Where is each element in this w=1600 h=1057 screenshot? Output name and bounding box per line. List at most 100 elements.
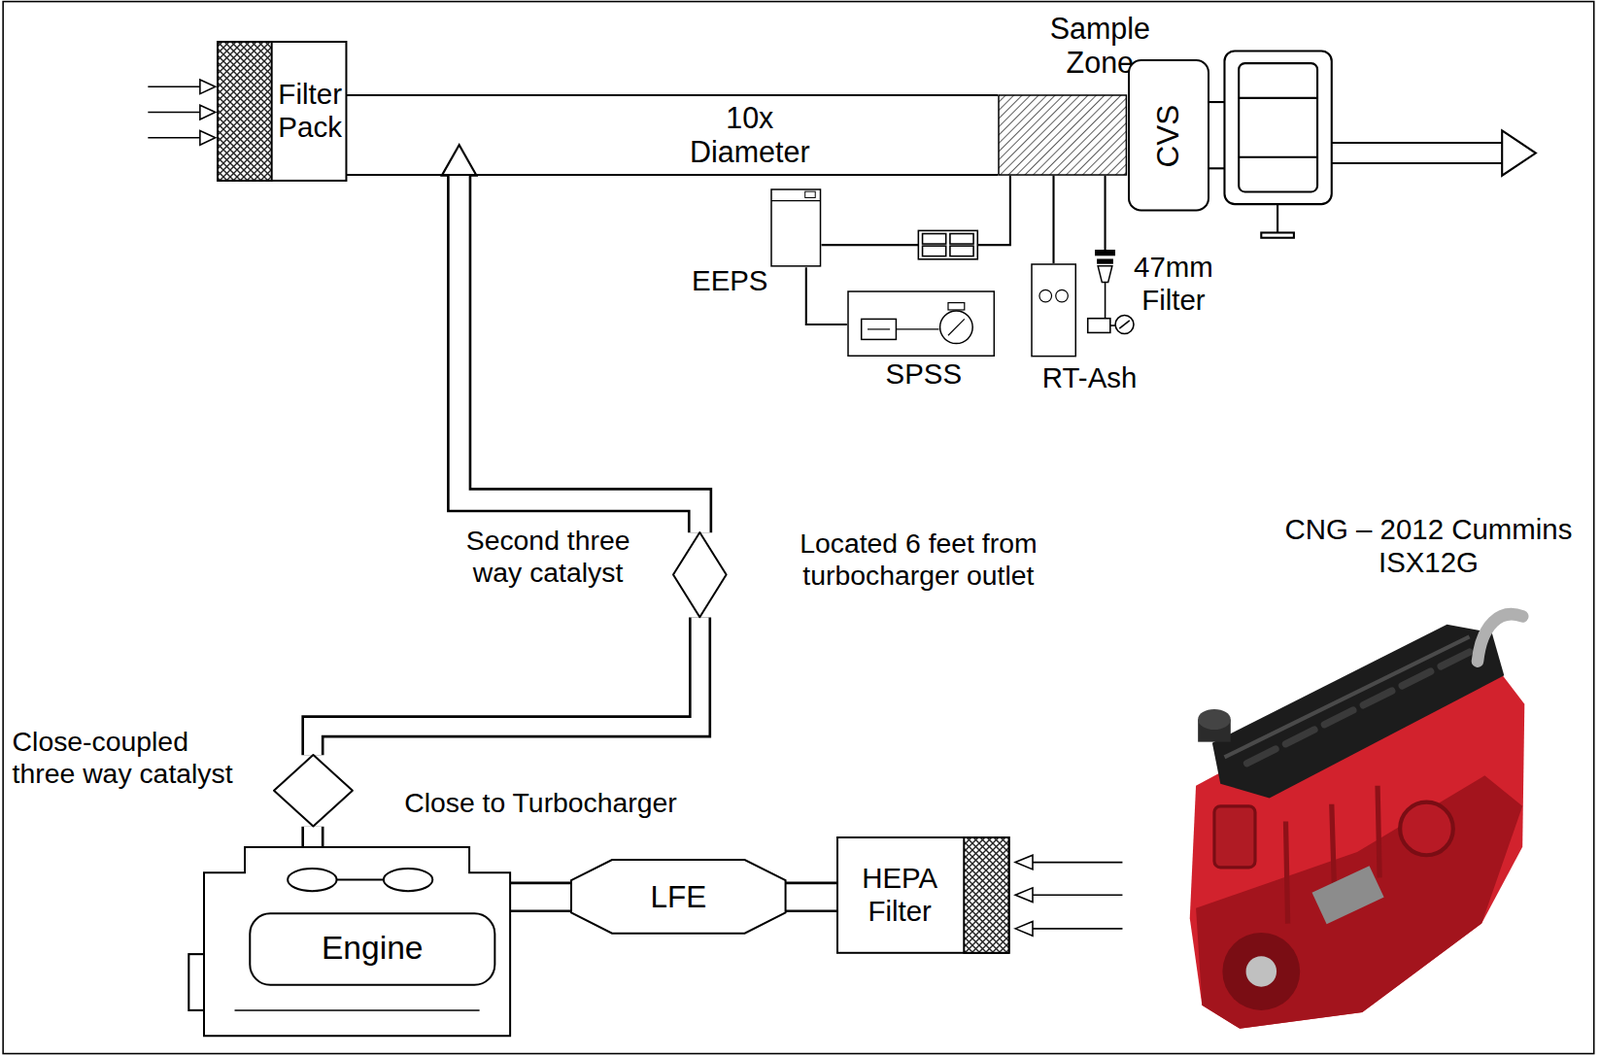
filter-pack-outline (217, 41, 273, 181)
pipe-bore (459, 175, 701, 534)
rt-ash-instrument-outline (1055, 289, 1069, 303)
catalyst-diamond: Second three way catalystLocated 6 feet … (673, 532, 727, 617)
engine-block-outline (204, 847, 511, 1036)
engine-photo (1247, 651, 1470, 763)
intake-arrow (1015, 854, 1123, 936)
engine-block: Engine (204, 847, 511, 1036)
node-label: EEPS (691, 264, 768, 298)
blower (1209, 167, 1226, 170)
node-label: CVS (1150, 103, 1186, 168)
filter-holder-shape (1094, 249, 1116, 283)
pipe-bore (304, 826, 322, 848)
dilution-tunnel: 10x Diameter (346, 94, 998, 176)
inflow-arrow (200, 130, 216, 145)
catalyst-diamond-outline (673, 532, 727, 617)
filter-pack: Filter Pack (216, 40, 347, 182)
blower (1209, 51, 1536, 239)
inflow-arrow (147, 79, 215, 145)
sample-zone-outline (998, 95, 1126, 175)
blower (1501, 130, 1536, 175)
engine-photo (1362, 690, 1392, 706)
connector-group (1104, 175, 1106, 251)
exhaust-pipe (459, 175, 701, 534)
intake-arrow (1032, 861, 1123, 864)
connector-group (821, 175, 1011, 245)
filter-holder-outline (1096, 259, 1114, 265)
eeps-instrument-outline (771, 200, 821, 202)
filter-holder: 47mm Filter (1094, 249, 1116, 283)
node-label: Close-coupled three way catalyst (12, 725, 242, 789)
eeps-instrument-shape (770, 188, 822, 268)
engine-block-outline (287, 868, 337, 891)
sample-pump (1115, 315, 1134, 335)
spss-sampler-outline (948, 303, 965, 310)
engine-photo (1247, 748, 1276, 764)
hepa-filter: HEPA Filter (836, 836, 1011, 954)
eeps-instrument-outline (771, 189, 821, 267)
connector-group (510, 896, 572, 898)
spss-sampler: SPSS (847, 290, 995, 357)
node-label: Filter Pack (272, 77, 348, 144)
spss-sampler-outline (861, 319, 897, 341)
pipe-bore (785, 884, 838, 910)
node-label: RT-Ash (1042, 361, 1138, 395)
node-label: LFE (649, 879, 707, 915)
inline-detector (922, 234, 947, 245)
engine-photo (1401, 671, 1430, 686)
blower (1260, 232, 1294, 238)
sample-line (806, 267, 848, 325)
pipe-bore (510, 884, 572, 910)
inflow-arrow (200, 104, 216, 120)
sample-line (821, 175, 1011, 245)
dilution-tunnel-shape (346, 94, 998, 176)
spss-sampler-shape (847, 290, 995, 357)
eeps-instrument-outline (805, 191, 817, 198)
exhaust-pipe (785, 882, 838, 914)
engine-photo (1324, 710, 1353, 725)
node-label: SPSS (885, 357, 962, 391)
node-label: HEPA Filter (843, 861, 956, 928)
sample-zone-shape (997, 94, 1127, 176)
lfe-meter-outline (571, 859, 786, 934)
intake-arrow (1015, 887, 1033, 903)
rt-ash-instrument-outline (1039, 289, 1053, 303)
sample-pump (1104, 282, 1107, 319)
connector-group (785, 896, 838, 898)
lfe-meter: LFE (571, 859, 786, 934)
spss-sampler-outline (895, 329, 939, 331)
blower (1276, 204, 1279, 233)
blower (1331, 141, 1502, 144)
hepa-filter-outline (837, 837, 1010, 954)
intake-arrow (1032, 927, 1123, 930)
blower (1224, 51, 1331, 205)
cvs-unit-outline (1128, 60, 1209, 211)
node-label: Located 6 feet from turbocharger outlet (765, 527, 1072, 591)
inflow-arrow (200, 79, 216, 95)
intake-arrow (1032, 893, 1123, 896)
pipe-bore (312, 616, 701, 755)
sample-line (1103, 175, 1106, 251)
engine-photo (1212, 624, 1504, 799)
engine-photo (1399, 802, 1454, 856)
dilution-tunnel-outline (346, 173, 998, 176)
engine-photo (1214, 806, 1256, 868)
engine-photo (1312, 865, 1385, 924)
engine-block-outline (235, 1009, 480, 1012)
blower (1209, 101, 1226, 103)
engine-photo (1224, 636, 1469, 757)
inline-detector (950, 245, 974, 257)
rt-ash-instrument-shape (1030, 263, 1077, 358)
engine-accessory (188, 953, 205, 1011)
engine-block-outline (383, 868, 433, 891)
node-label: Close to Turbocharger (404, 786, 678, 819)
inline-detector (950, 234, 974, 245)
engine-block-outline (249, 913, 495, 986)
filter-holder-outline (1094, 249, 1116, 256)
sample-zone: Sample Zone (997, 94, 1127, 176)
connector-group (1053, 175, 1055, 264)
inflow-arrow (147, 136, 201, 139)
dilution-tunnel-outline (346, 94, 998, 97)
exhaust-pipe (312, 616, 701, 755)
